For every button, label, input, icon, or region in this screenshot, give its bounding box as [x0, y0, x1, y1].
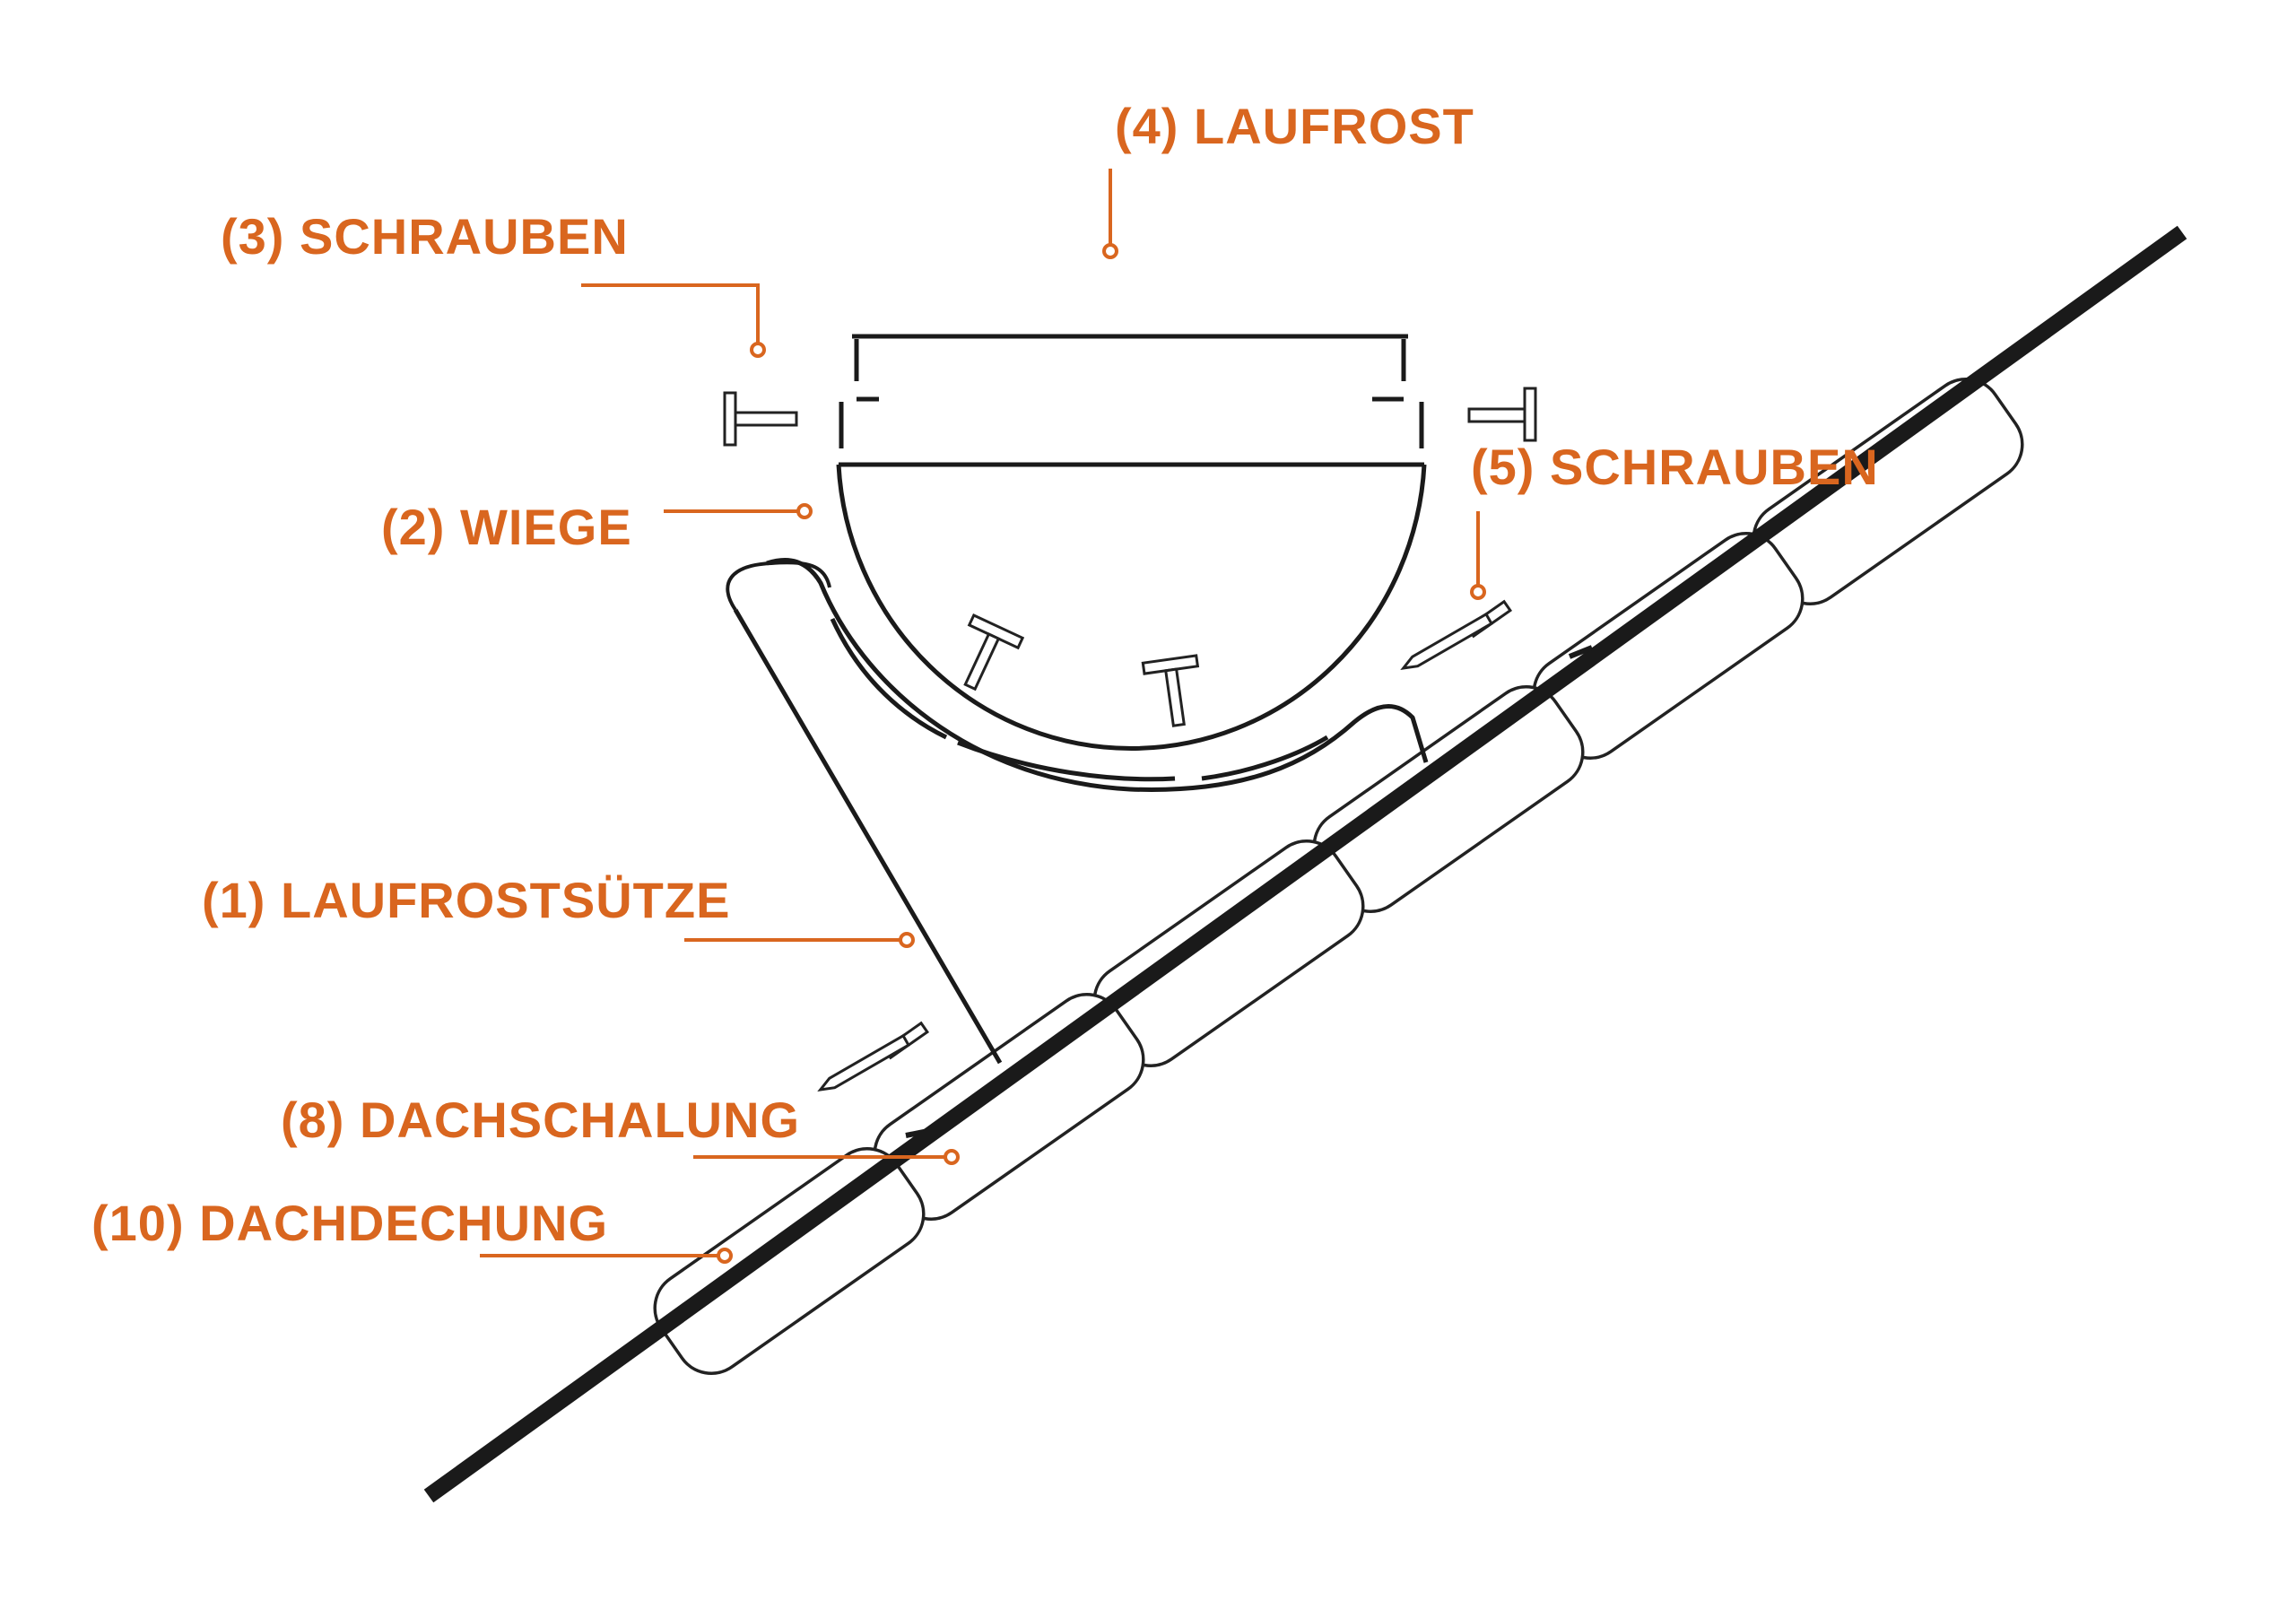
screw-roof-upper	[1400, 599, 1513, 671]
roof-boarding	[423, 225, 2187, 1503]
screw-right	[1467, 387, 1537, 442]
roof-tiles	[653, 378, 2024, 1375]
walkway-grating	[852, 334, 1408, 402]
label-schrauben-left: (3) SCHRAUBEN	[221, 208, 629, 265]
roof-tile	[653, 1147, 926, 1375]
cradle	[836, 402, 1427, 751]
label-wiege: (2) WIEGE	[381, 499, 632, 555]
screw-cradle-1	[963, 613, 1025, 692]
label-schrauben-right: (5) SCHRAUBEN	[1471, 439, 1879, 495]
screws	[723, 387, 1537, 1092]
grating-support	[726, 558, 1429, 1065]
label-laufrost: (4) LAUFROST	[1115, 98, 1474, 154]
callouts: (4) LAUFROST (3) SCHRAUBEN (5) SCHRAUBEN…	[91, 98, 1879, 1264]
label-dachdeckung: (10) DACHDECHUNG	[91, 1195, 608, 1251]
screw-cradle-2	[1141, 654, 1200, 727]
label-laufroststuetze: (1) LAUFROSTSÜTZE	[202, 872, 730, 928]
screw-left	[723, 391, 798, 447]
screw-roof-lower	[817, 1021, 930, 1092]
label-dachschalung: (8) DACHSCHALUNG	[281, 1092, 800, 1148]
